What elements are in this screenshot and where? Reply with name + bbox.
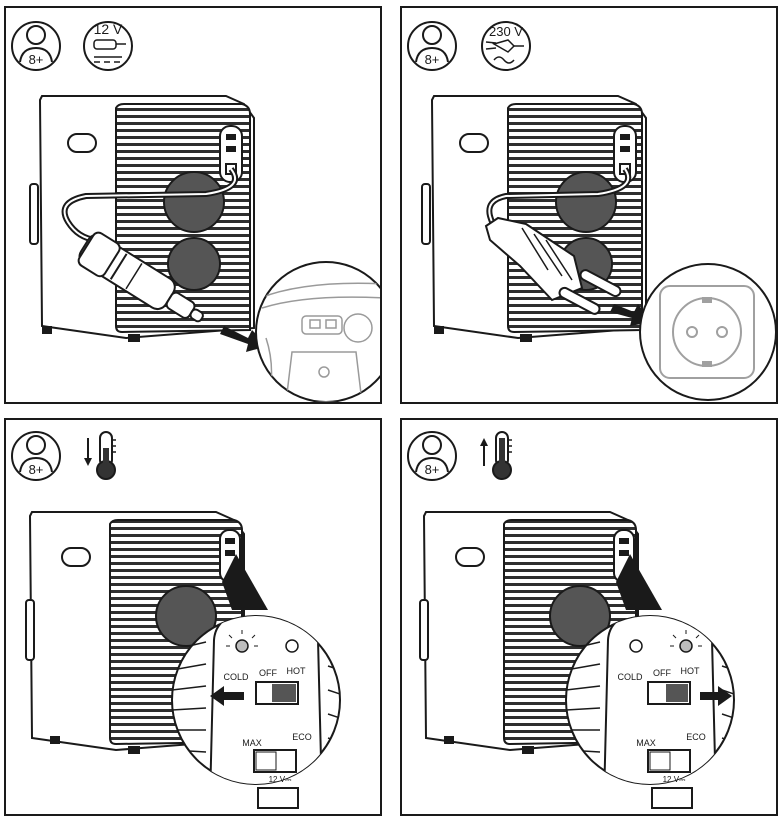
label-eco: ECO [686, 732, 706, 742]
hot-led [285, 639, 299, 653]
car-plug-cable [61, 167, 239, 323]
age-label: 8+ [29, 52, 44, 67]
label-voltage: 12 V⎓ [663, 775, 686, 784]
thermometer-icon [492, 431, 512, 480]
arrow-left-icon [210, 686, 244, 706]
label-cold: COLD [617, 672, 643, 682]
label-max: MAX [242, 738, 262, 748]
power-label: 12 V [94, 21, 123, 37]
arrow-right-icon [700, 686, 732, 706]
person-age-icon: 8+ [11, 431, 61, 481]
max-eco-switch[interactable] [253, 749, 297, 773]
mains-plug-cable [484, 167, 632, 315]
thermometer-icon [96, 431, 116, 480]
person-age-icon: 8+ [11, 21, 61, 71]
mini-fridge [421, 95, 647, 342]
pull-arrow [220, 326, 268, 352]
cold-led [629, 639, 643, 653]
arrow-down-icon [84, 438, 92, 466]
dc-socket [651, 787, 693, 809]
control-panel-zoom: COLD OFF HOT MAX ECO 12 V⎓ [171, 615, 341, 809]
label-hot: HOT [681, 666, 701, 676]
wall-socket-inset [639, 263, 776, 401]
mains-plug-ac-icon: 230 V [481, 21, 531, 71]
label-voltage: 12 V⎓ [269, 775, 292, 784]
person-age-icon: 8+ [407, 21, 457, 71]
label-off: OFF [653, 668, 671, 678]
label-off: OFF [259, 668, 277, 678]
power-label: 230 V [489, 24, 523, 39]
person-age-icon: 8+ [407, 431, 457, 481]
age-label: 8+ [29, 462, 44, 477]
mode-switch[interactable] [647, 681, 691, 705]
cold-led-lit [235, 639, 249, 653]
age-label: 8+ [425, 52, 440, 67]
label-max: MAX [636, 738, 656, 748]
panel-car-12v: 8+ 12 V [4, 6, 382, 404]
hot-led-lit [679, 639, 693, 653]
control-panel-zoom: COLD OFF HOT MAX ECO 12 V⎓ [565, 615, 735, 809]
panel-mains-230v: 8+ 230 V [400, 6, 778, 404]
label-hot: HOT [287, 666, 307, 676]
mode-switch[interactable] [255, 681, 299, 705]
panel-cool-mode: 8+ [4, 418, 382, 816]
car-plug-dc-icon: 12 V [83, 21, 133, 71]
label-eco: ECO [292, 732, 312, 742]
car-dashboard-inset [255, 261, 380, 402]
panel-heat-mode: 8+ [400, 418, 778, 816]
arrow-up-icon [480, 438, 488, 466]
max-eco-switch[interactable] [647, 749, 691, 773]
age-label: 8+ [425, 462, 440, 477]
label-cold: COLD [223, 672, 249, 682]
dc-socket [257, 787, 299, 809]
